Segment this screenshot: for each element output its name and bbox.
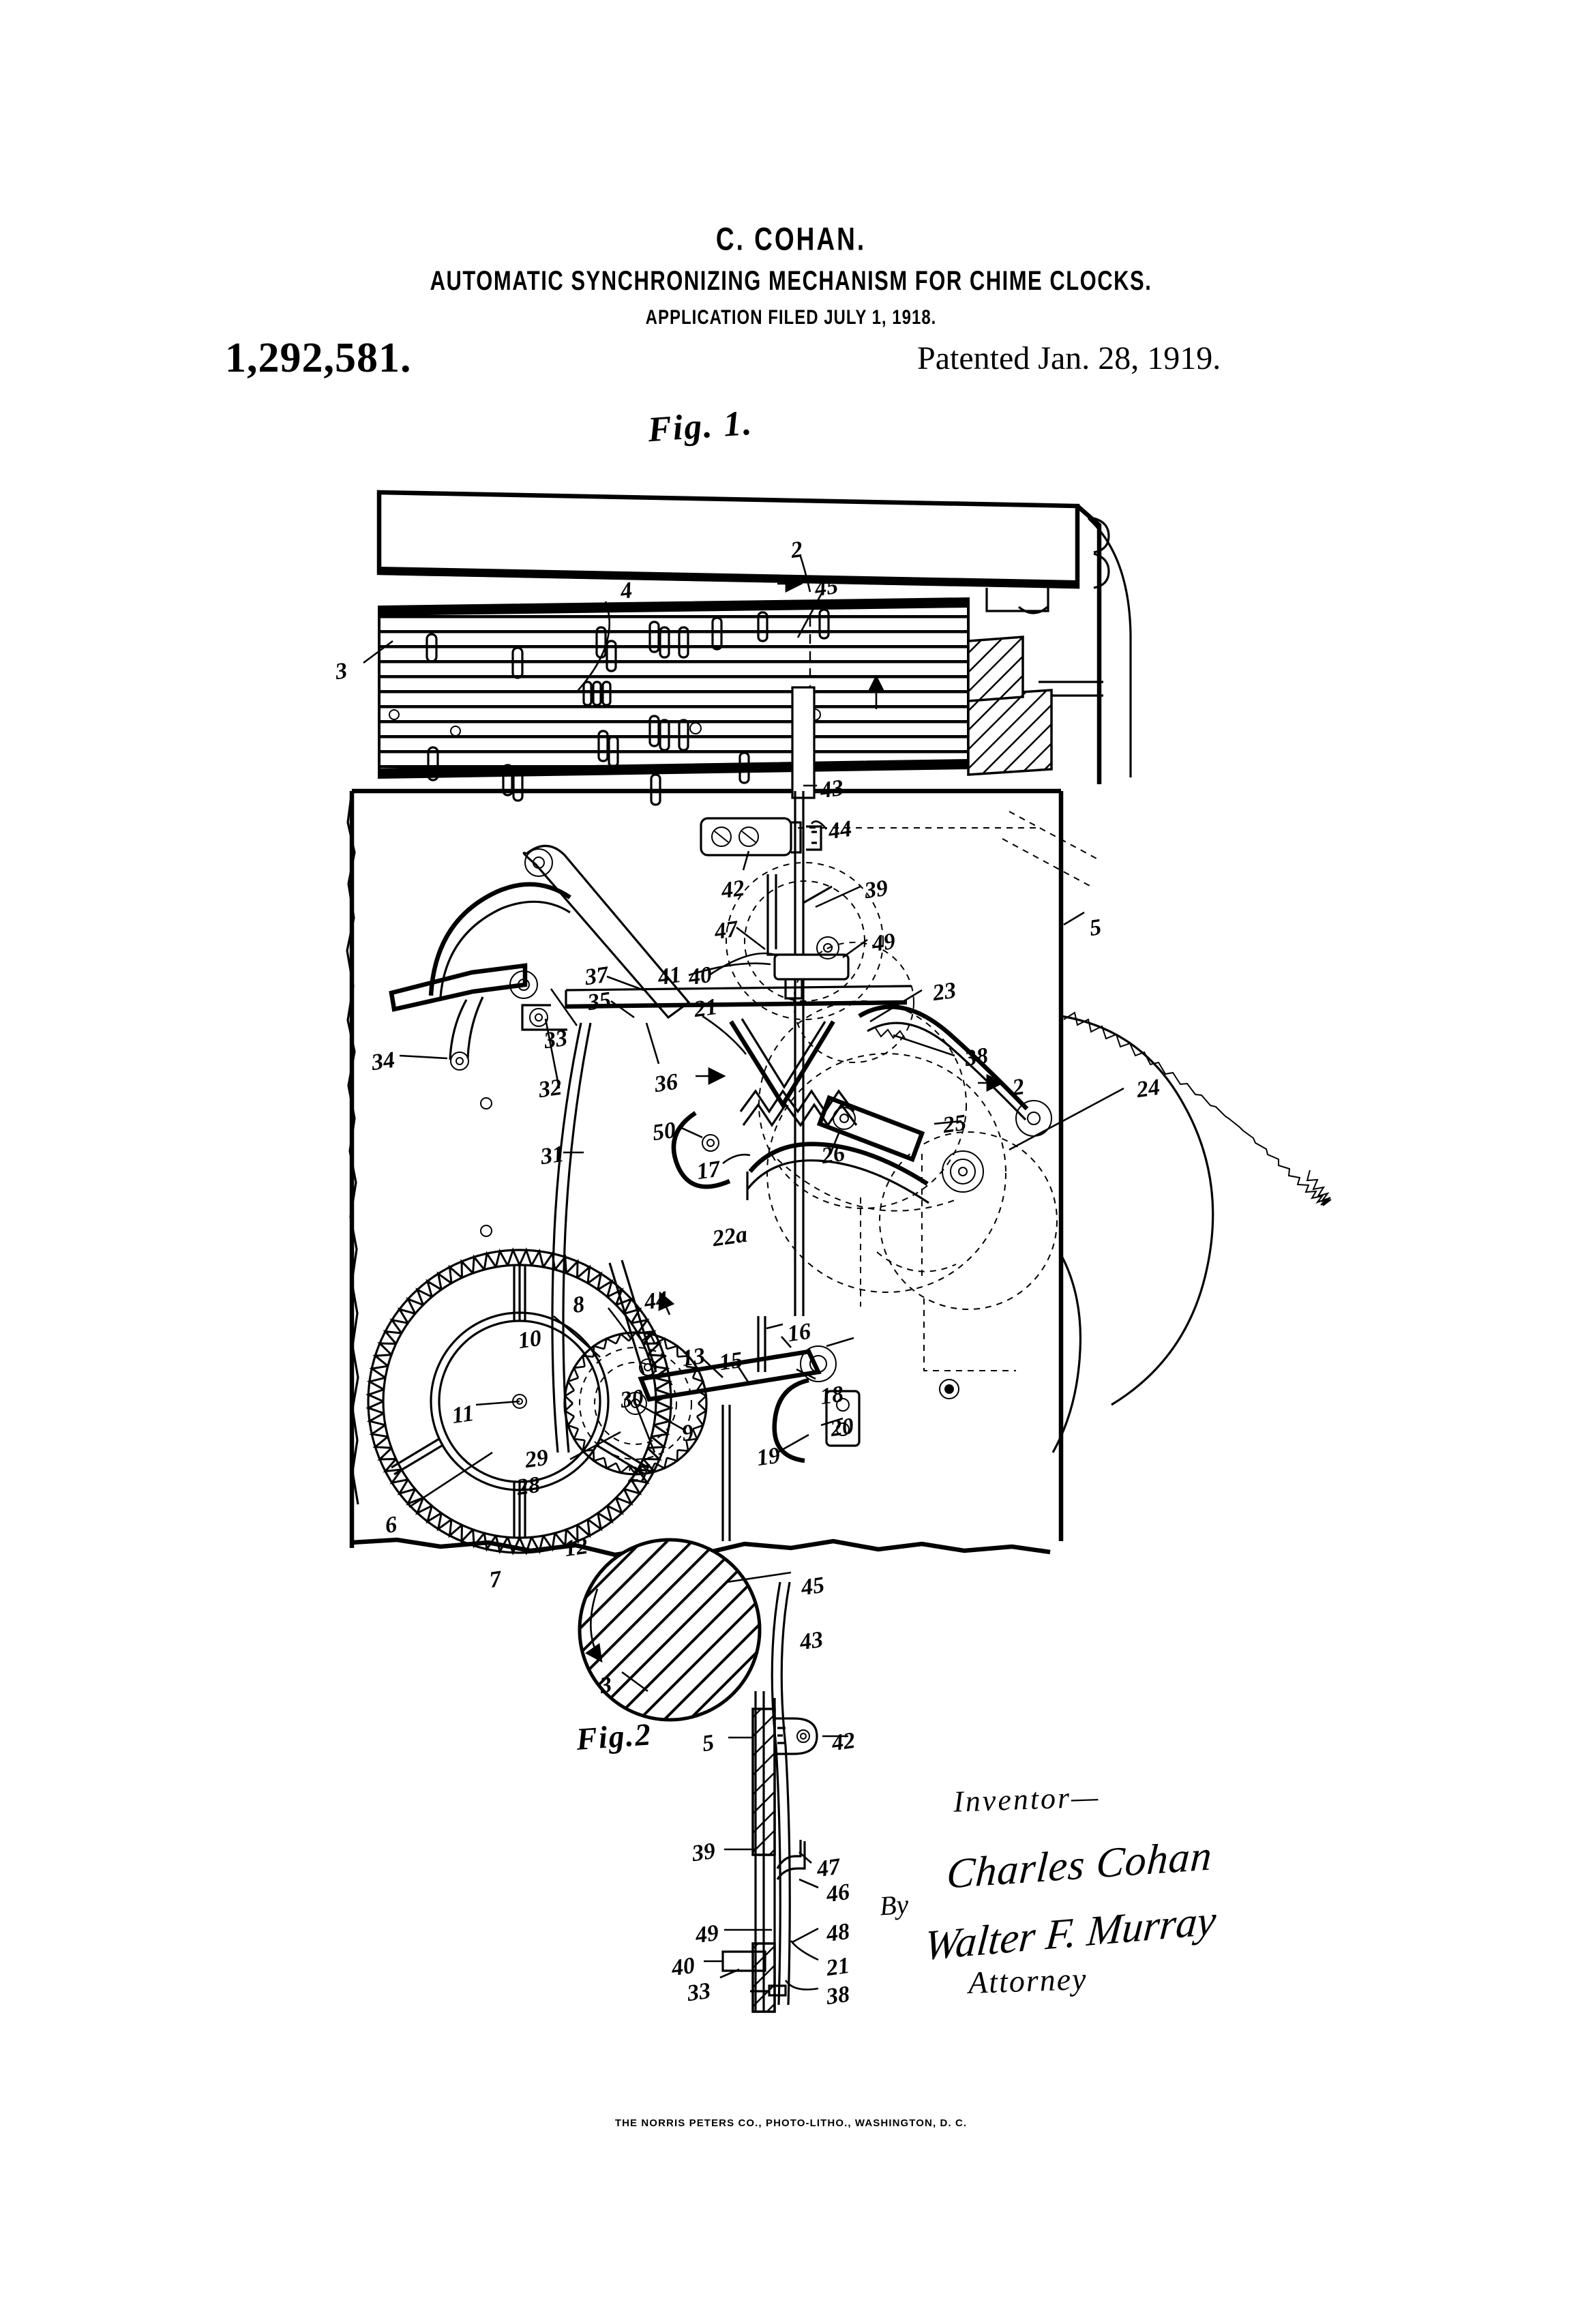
- by-label: By: [878, 1888, 910, 1922]
- attorney-signature: Walter F. Murray: [922, 1896, 1219, 1970]
- fig1-ref-37: 37: [583, 962, 610, 991]
- fig1-ref-24: 24: [1135, 1074, 1162, 1103]
- fig2-ref-47: 47: [815, 1853, 842, 1883]
- fig2-ref-5: 5: [700, 1730, 716, 1757]
- fig1-ref-45: 45: [813, 573, 840, 602]
- fig1-ref-17: 17: [695, 1156, 722, 1185]
- fig1-ref-42: 42: [719, 875, 747, 904]
- fig1-ref-15: 15: [717, 1347, 745, 1376]
- figure-1-label: Fig. 1.: [646, 403, 754, 450]
- fig1-main-gear: [365, 1247, 861, 1555]
- inventor-label: Inventor—: [953, 1780, 1101, 1819]
- fig1-ref-18: 18: [818, 1381, 846, 1410]
- patent-title: AUTOMATIC SYNCHRONIZING MECHANISM FOR CH…: [430, 265, 1152, 297]
- fig2-ref-3: 3: [598, 1672, 614, 1699]
- fig1-ref-16: 16: [786, 1318, 813, 1347]
- fig1-ref-10: 10: [516, 1325, 543, 1354]
- fig1-ref-20: 20: [829, 1413, 856, 1442]
- inventor-signature: Charles Cohan: [945, 1832, 1214, 1898]
- fig1-ref-4: 4: [618, 578, 634, 605]
- fig1-ref-27: 27: [625, 1459, 653, 1489]
- fig2-ref-43: 43: [798, 1626, 825, 1656]
- fig2-assembly: [704, 1581, 848, 2013]
- fig2-ref-46: 46: [824, 1879, 852, 1908]
- fig1-hidden-wheels: [726, 811, 1099, 1371]
- fig1-ref-2: 2: [789, 537, 805, 564]
- fig1-ref-30: 30: [618, 1384, 646, 1414]
- fig1-ref-29: 29: [523, 1444, 550, 1474]
- fig1-ref-35: 35: [586, 987, 613, 1016]
- fig1-ref-33: 33: [542, 1025, 569, 1054]
- fig2-ref-39: 39: [690, 1838, 717, 1867]
- fig1-ref-5: 5: [1088, 914, 1103, 942]
- fig1-ref-47: 47: [713, 916, 740, 945]
- fig1-ref-6: 6: [383, 1512, 399, 1539]
- fig1-ref-19: 19: [755, 1442, 782, 1472]
- figure-2-label: Fig.2: [575, 1716, 653, 1757]
- fig1-ref-40: 40: [687, 962, 714, 991]
- fig1-ratchet-wheel-24: [1009, 1011, 1332, 1406]
- fig1-ref-13: 13: [680, 1343, 707, 1372]
- fig2-ref-33: 33: [685, 1978, 713, 2007]
- fig1-ref-22a: 22a: [711, 1221, 749, 1252]
- fig2-ref-38: 38: [824, 1981, 852, 2010]
- fig1-ref-44: 44: [826, 816, 854, 845]
- fig1-ref-7: 7: [488, 1566, 503, 1594]
- fig1-ref-43: 43: [818, 775, 846, 804]
- fig2-ref-21: 21: [824, 1952, 852, 1982]
- printer-imprint: THE NORRIS PETERS CO., PHOTO-LITHO., WAS…: [614, 2117, 968, 2129]
- fig1-detent-assembly: [671, 989, 1052, 1204]
- inventor-name: C. COHAN.: [715, 221, 867, 257]
- fig1-ref-3: 3: [333, 658, 349, 685]
- fig1-ref-31: 31: [539, 1141, 566, 1170]
- fig1-ref-41: 41: [656, 962, 683, 991]
- application-date: APPLICATION FILED JULY 1, 1918.: [645, 306, 937, 329]
- attorney-label: Attorney: [968, 1961, 1088, 2001]
- fig1-ref-8: 8: [571, 1292, 586, 1319]
- fig2-ref-48: 48: [824, 1918, 852, 1948]
- fig1-chime-barrel: [363, 556, 1053, 806]
- fig1-ref-21: 21: [692, 994, 719, 1023]
- patented-date: Patented Jan. 28, 1919.: [917, 340, 1221, 376]
- fig1-ref-12: 12: [563, 1533, 590, 1562]
- fig1-ref-50: 50: [651, 1117, 678, 1146]
- fig1-ref-23: 23: [931, 977, 958, 1007]
- fig2-ref-45: 45: [799, 1572, 826, 1601]
- fig1-ref-39: 39: [863, 875, 890, 904]
- fig1-ref-11: 11: [450, 1400, 476, 1429]
- fig2-ref-49: 49: [693, 1920, 721, 1949]
- patent-header: C. COHAN. AUTOMATIC SYNCHRONIZING MECHAN…: [0, 221, 1582, 329]
- fig1-case-top: [376, 490, 1132, 784]
- fig2-ref-40: 40: [670, 1952, 697, 1982]
- fig1-ref-38: 38: [963, 1043, 990, 1072]
- fig1-ref-32: 32: [537, 1074, 564, 1103]
- fig1-ref-44: 44: [642, 1286, 670, 1315]
- fig1-ref-2: 2: [1011, 1074, 1026, 1101]
- fig1-ref-28: 28: [515, 1472, 542, 1501]
- fig1-ref-36: 36: [653, 1069, 680, 1098]
- fig1-ref-49: 49: [870, 928, 897, 957]
- fig1-ref-26: 26: [820, 1140, 847, 1170]
- patent-number: 1,292,581.: [225, 335, 412, 381]
- fig1-ref-9: 9: [680, 1420, 696, 1447]
- fig1-ref-34: 34: [370, 1047, 397, 1076]
- fig1-ref-25: 25: [941, 1109, 968, 1139]
- fig2-ref-42: 42: [830, 1727, 857, 1757]
